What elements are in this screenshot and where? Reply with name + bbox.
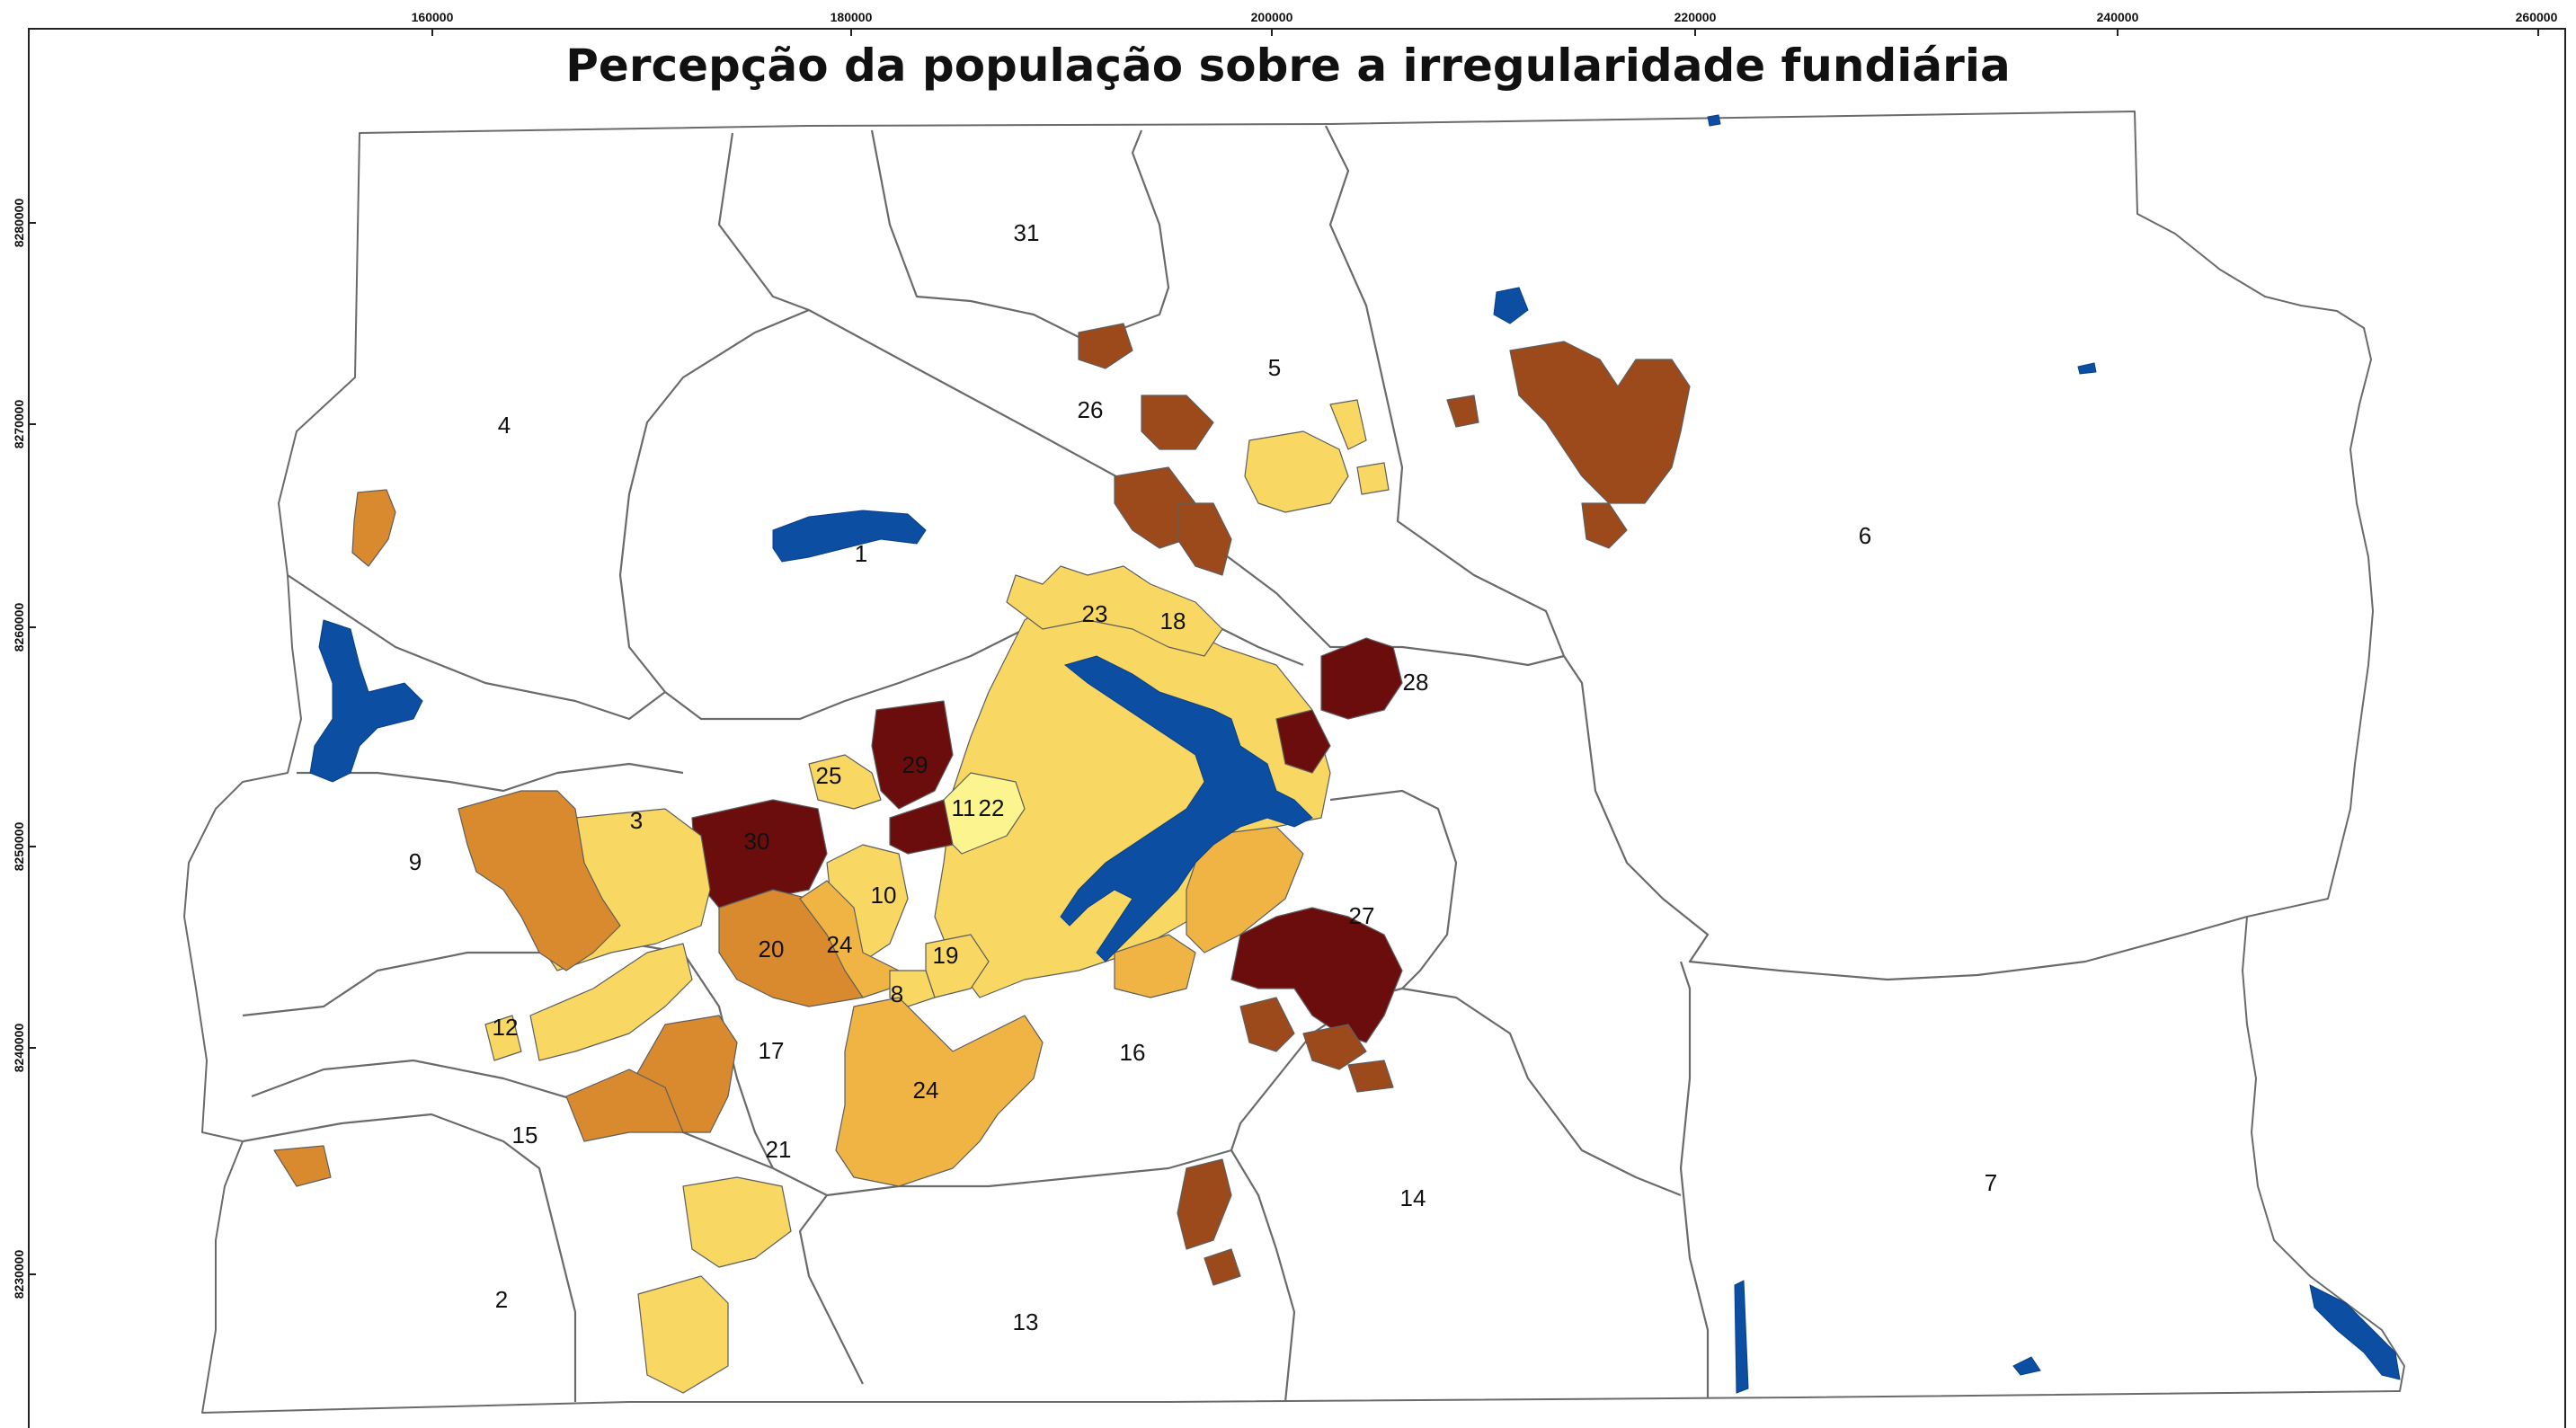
area-26 [1078, 323, 1133, 369]
zone-label-7: 7 [1985, 1169, 1997, 1196]
zone-label-10: 10 [871, 882, 897, 909]
zone-label-25: 25 [816, 762, 842, 789]
zone-label-11: 11 [952, 794, 976, 821]
y-tick-label: 8280000 [12, 199, 26, 248]
zone-label-8: 8 [891, 980, 903, 1007]
area-12 [529, 943, 693, 1061]
zone-label-1: 1 [855, 540, 867, 567]
zone-label-22: 22 [979, 794, 1005, 821]
zone-label-16: 16 [1120, 1039, 1146, 1066]
zone-label-6: 6 [1859, 522, 1871, 549]
y-tick-label: 8230000 [12, 1250, 26, 1299]
zone-label-4: 4 [498, 412, 511, 439]
zone-label-18: 18 [1160, 608, 1186, 634]
zone-label-30: 30 [744, 828, 770, 855]
reservoir-santa-maria [772, 510, 927, 563]
zone-label-19: 19 [933, 942, 959, 969]
zone-label-3: 3 [630, 807, 643, 834]
area-28 [1320, 637, 1403, 720]
zone-label-29: 29 [902, 751, 928, 778]
zone-label-26: 26 [1078, 396, 1104, 423]
y-tick-label: 8240000 [12, 1024, 26, 1073]
zone-label-28: 28 [1403, 669, 1429, 696]
area-4 [351, 489, 396, 567]
x-tick-label: 160000 [412, 10, 454, 24]
lake-paranoa [1060, 655, 1313, 962]
reservoir-descoberto [309, 619, 423, 783]
district-boundaries [242, 125, 2248, 1403]
area-6-cluster [1509, 341, 1691, 504]
zone-label-21: 21 [766, 1136, 792, 1163]
zone-label-15: 15 [512, 1122, 538, 1149]
zone-label-24-north: 24 [827, 931, 853, 958]
y-tick-label: 8250000 [12, 822, 26, 872]
zone-label-31: 31 [1014, 219, 1040, 246]
zone-label-17: 17 [759, 1037, 785, 1064]
zone-label-20: 20 [759, 936, 785, 962]
area-27 [1230, 907, 1403, 1043]
zone-label-13: 13 [1013, 1308, 1039, 1335]
zone-labels: 1 2 3 4 5 6 7 8 9 10 11 12 13 14 15 16 1… [409, 219, 1997, 1335]
thematic-areas [273, 323, 1691, 1394]
area-9 [457, 790, 621, 971]
zone-label-24-south: 24 [913, 1077, 939, 1104]
map-title: Percepção da população sobre a irregular… [565, 40, 2010, 92]
zone-label-23: 23 [1082, 600, 1108, 627]
area-29 [871, 700, 954, 810]
zone-label-9: 9 [409, 848, 422, 875]
area-24-south [835, 997, 1044, 1187]
area-5 [1244, 430, 1349, 513]
x-tick-label: 200000 [1251, 10, 1293, 24]
zone-label-14: 14 [1400, 1184, 1426, 1211]
zone-label-27: 27 [1349, 902, 1375, 929]
zone-label-12: 12 [493, 1014, 519, 1041]
map-border [28, 28, 2566, 1428]
x-axis-ticks [431, 29, 2539, 36]
x-tick-label: 220000 [1674, 10, 1717, 24]
zone-label-2: 2 [495, 1286, 508, 1313]
x-tick-label: 260000 [2516, 10, 2558, 24]
y-tick-label: 8270000 [12, 400, 26, 449]
x-tick-label: 240000 [2097, 10, 2139, 24]
x-tick-label: 180000 [831, 10, 873, 24]
y-tick-label: 8260000 [12, 603, 26, 652]
water-bodies [309, 114, 2401, 1394]
y-axis-ticks [29, 222, 36, 1275]
zone-label-5: 5 [1268, 354, 1281, 381]
area-21 [682, 1176, 792, 1268]
